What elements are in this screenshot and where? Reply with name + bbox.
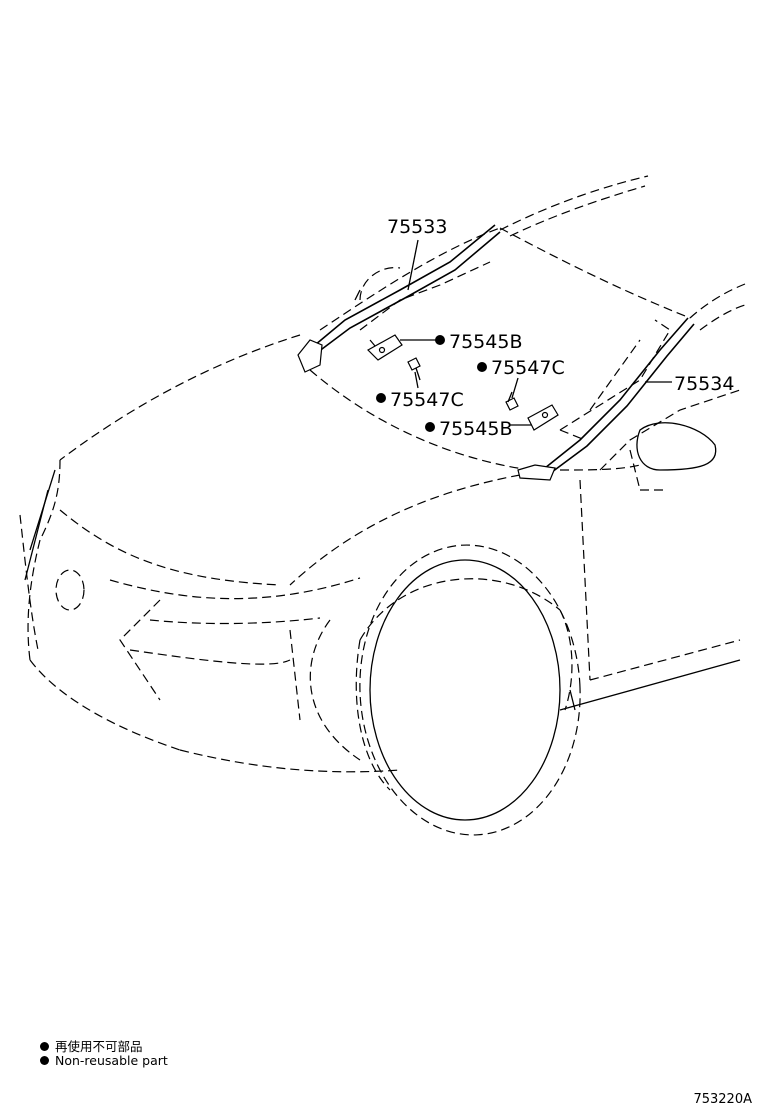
- callout-75545b-upper: 75545B: [449, 331, 522, 353]
- car-body-outline: [19, 175, 746, 836]
- screw-right: [505, 391, 519, 411]
- legend-item-english: Non-reusable part: [40, 1053, 168, 1068]
- clip-lower: [527, 404, 559, 431]
- callout-75545b-lower: 75545B: [439, 418, 512, 440]
- non-reusable-dot: [477, 362, 487, 372]
- legend-item-japanese: 再使用不可部品: [40, 1036, 143, 1055]
- leader-lines: [400, 239, 672, 426]
- callout-75534: 75534: [674, 373, 734, 395]
- callout-75547c-right: 75547C: [491, 357, 565, 379]
- legend-text: 再使用不可部品: [55, 1039, 143, 1054]
- clip-upper: [367, 334, 403, 361]
- callout-75533: 75533: [387, 216, 447, 238]
- non-reusable-dot: [435, 335, 445, 345]
- figure-code: 753220A: [693, 1092, 752, 1107]
- bullet-icon: [40, 1056, 49, 1065]
- legend-text: Non-reusable part: [55, 1053, 168, 1068]
- non-reusable-dot: [376, 393, 386, 403]
- screw-left: [407, 357, 421, 381]
- callout-75547c-left: 75547C: [390, 389, 464, 411]
- bullet-icon: [40, 1042, 49, 1051]
- roof-drip-molding-left: [297, 224, 501, 373]
- non-reusable-dot: [425, 422, 435, 432]
- roof-drip-molding-right: [517, 317, 695, 481]
